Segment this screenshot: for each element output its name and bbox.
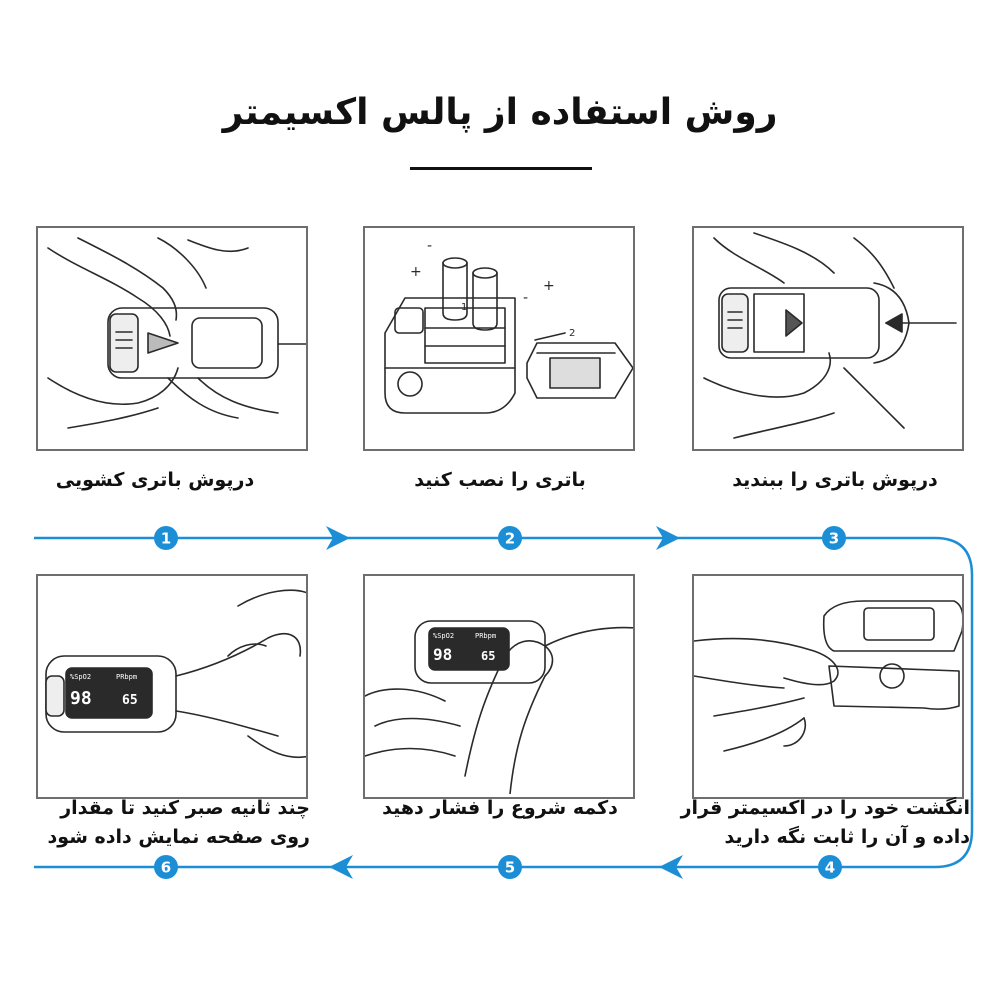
flow-arrow-left-2 — [329, 855, 353, 879]
panel-step-4 — [692, 574, 964, 799]
step-marker-3: 3 — [822, 526, 846, 550]
flow-arrow-right-2 — [656, 526, 680, 550]
svg-text:4: 4 — [825, 859, 835, 877]
step-marker-2: 2 — [498, 526, 522, 550]
caption-step-6: چند ثانیه صبر کنید تا مقدار روی صفحه نما… — [20, 794, 310, 852]
svg-text:5: 5 — [505, 859, 515, 877]
panel-step-5: %SpO2 PRbpm 98 65 — [363, 574, 635, 799]
oximeter-open-illustration — [384, 297, 516, 414]
panel-step-3 — [692, 226, 964, 451]
spo2-label: %SpO2 — [70, 673, 91, 681]
panel-step-6: %SpO2 PRbpm 98 65 — [36, 574, 308, 799]
panel-step-2: - + + - 1 2 — [363, 226, 635, 451]
oximeter-open-clip-illustration — [822, 600, 962, 710]
battery-cover-illustration — [526, 332, 633, 399]
flow-arrow-left-1 — [659, 855, 683, 879]
hand-finger-illustration — [175, 589, 306, 759]
battery-minus-top: - — [427, 238, 432, 254]
caption-step-4: انگشت خود را در اکسیمتر قرار داده و آن ر… — [680, 794, 970, 852]
battery-minus-right: - — [523, 290, 528, 306]
step-marker-6: 6 — [154, 855, 178, 879]
svg-text:6: 6 — [161, 859, 171, 877]
battery-plus-left: + — [410, 264, 422, 280]
oximeter-reading-illustration — [45, 655, 177, 733]
oximeter-display-illustration — [414, 620, 546, 684]
caption-step-4-line-2: داده و آن را ثابت نگه دارید — [724, 826, 970, 848]
pr-label: PRbpm — [475, 632, 496, 640]
hand-pressing-illustration — [365, 626, 633, 794]
page-title: روش استفاده از پالس اکسیمتر — [222, 92, 778, 133]
step-arrow-two-label: 2 — [569, 328, 575, 339]
panel-step-1 — [36, 226, 308, 451]
caption-step-2: باتری را نصب کنید — [414, 469, 586, 491]
flow-arrow-right-1 — [326, 526, 350, 550]
step-marker-4: 4 — [818, 855, 842, 879]
hand-finger-illustration — [694, 637, 839, 752]
pr-label: PRbpm — [116, 673, 137, 681]
svg-text:3: 3 — [829, 530, 839, 548]
caption-step-3: درپوش باتری را ببندید — [732, 469, 938, 491]
hands-illustration — [703, 232, 905, 439]
hands-illustration — [47, 237, 279, 429]
caption-step-4-line-1: انگشت خود را در اکسیمتر قرار — [680, 797, 970, 819]
step-marker-1: 1 — [154, 526, 178, 550]
caption-step-5: دکمه شروع را فشار دهید — [382, 797, 618, 819]
oximeter-closing-illustration — [718, 282, 957, 364]
pr-value: 65 — [481, 649, 495, 663]
spo2-value: 98 — [433, 645, 452, 664]
caption-step-6-line-1: چند ثانیه صبر کنید تا مقدار — [60, 797, 310, 819]
batteries-illustration — [442, 257, 498, 331]
caption-step-6-line-2: روی صفحه نمایش داده شود — [47, 826, 310, 848]
spo2-label: %SpO2 — [433, 632, 454, 640]
title-underline — [410, 167, 592, 170]
step-marker-5: 5 — [498, 855, 522, 879]
caption-step-1: درپوش باتری کشویی — [55, 469, 255, 491]
battery-plus-right: + — [543, 278, 555, 294]
oximeter-device-illustration — [107, 307, 306, 379]
pr-value: 65 — [122, 693, 138, 708]
spo2-value: 98 — [70, 688, 92, 709]
svg-text:2: 2 — [505, 530, 515, 548]
svg-text:1: 1 — [161, 530, 171, 548]
